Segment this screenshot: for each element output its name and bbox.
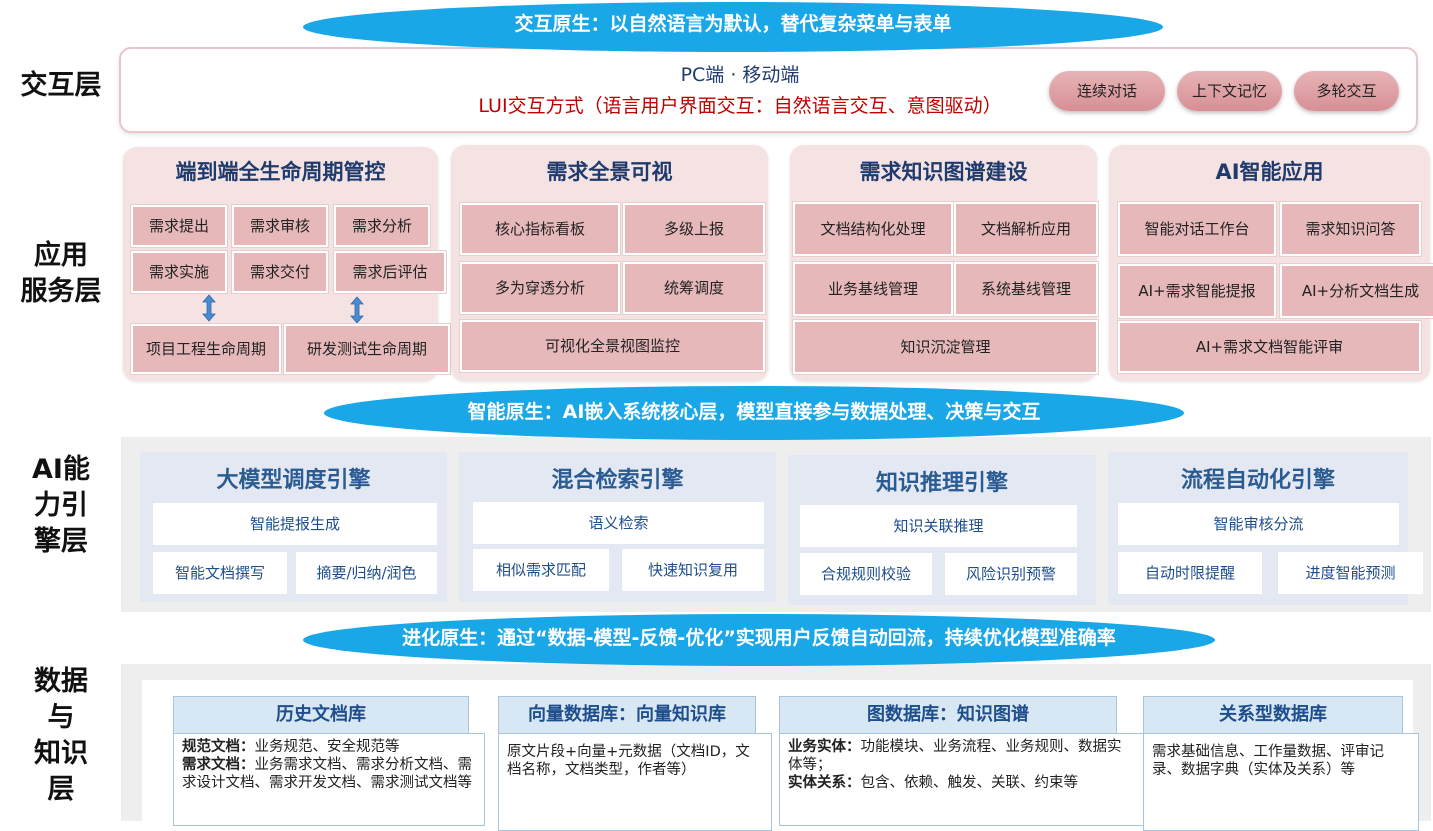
layer-label-ai-line3: 擎层 (34, 526, 88, 557)
db-graph-text1: 功能模块、业务流程、业务规则、数据实体等； (788, 739, 1122, 773)
db-history-line1: 规范文档：业务规范、安全规范等 (182, 738, 476, 756)
db-graph-line1: 业务实体：功能模块、业务流程、业务规则、数据实体等； (788, 738, 1124, 774)
card-knowledge-graph: 需求知识图谱建设 文档结构化处理 文档解析应用 业务基线管理 系统基线管理 知识… (790, 145, 1098, 381)
box-doc-structuring: 文档结构化处理 (793, 202, 953, 256)
interaction-lui: LUI交互方式（语言用户界面交互：自然语言交互、意图驱动） (478, 95, 1002, 117)
box-knowledge-qa: 需求知识问答 (1280, 202, 1421, 256)
box-dev-test-lifecycle: 研发测试生命周期 (284, 324, 450, 374)
engine-item: 知识关联推理 (800, 505, 1077, 547)
engine-title: 混合检索引擎 (551, 468, 684, 493)
card-knowledge-reasoning-engine: 知识推理引擎 知识关联推理 合规规则校验 风险识别预警 (788, 455, 1096, 605)
engine-item: 相似需求匹配 (473, 549, 609, 591)
db-history-body: 规范文档：业务规范、安全规范等 需求文档：业务需求文档、需求分析文档、需求设计文… (173, 733, 485, 826)
engine-item: 智能提报生成 (153, 503, 437, 545)
banner-top-text: 交互原生：以自然语言为默认，替代复杂菜单与表单 (514, 13, 952, 35)
engine-item: 摘要/归纳/润色 (296, 552, 437, 594)
db-history-title: 历史文档库 (173, 696, 469, 736)
box-ai-smart-report: AI+需求智能提报 (1118, 264, 1276, 318)
card-knowledge-title: 需求知识图谱建设 (859, 160, 1028, 184)
banner-interaction-native: 交互原生：以自然语言为默认，替代复杂菜单与表单 (303, 2, 1163, 52)
layer-label-app: 应用 服务层 (8, 238, 114, 310)
banner-intelligence-native: 智能原生：AI嵌入系统核心层，模型直接参与数据处理、决策与交互 (324, 386, 1184, 440)
db-history-label1: 规范文档： (182, 739, 255, 755)
layer-label-ai: AI能 力引 擎层 (8, 452, 114, 560)
engine-title: 知识推理引擎 (875, 471, 1008, 496)
box-multi-report: 多级上报 (623, 203, 765, 255)
layer-label-app-line2: 服务层 (20, 276, 102, 307)
box-drilldown: 多为穿透分析 (460, 262, 620, 314)
db-graph-text2: 包含、依赖、触发、关联、约束等 (860, 775, 1079, 791)
box-project-lifecycle: 项目工程生命周期 (131, 324, 281, 374)
layer-label-data: 数据 与 知识 层 (8, 664, 114, 808)
card-lifecycle: 端到端全生命周期管控 需求提出 需求审核 需求分析 需求实施 需求交付 需求后评… (123, 147, 450, 381)
banner-middle-text: 智能原生：AI嵌入系统核心层，模型直接参与数据处理、决策与交互 (467, 401, 1041, 423)
db-graph-label2: 实体关系： (788, 775, 861, 791)
layer-label-data-line2: 与 (47, 702, 75, 733)
db-relational-body: 需求基础信息、工作量数据、评审记录、数据字典（实体及关系）等 (1143, 733, 1419, 831)
db-graph-line2: 实体关系：包含、依赖、触发、关联、约束等 (788, 774, 1124, 792)
pill-continuous-dialog: 连续对话 (1049, 71, 1165, 111)
db-graph-label1: 业务实体： (788, 739, 861, 755)
box-knowledge-deposit: 知识沉淀管理 (793, 320, 1098, 374)
engine-title: 大模型调度引擎 (216, 468, 371, 493)
db-vector-body: 原文片段+向量+元数据（文档ID，文档名称，文档类型，作者等） (498, 733, 772, 831)
layer-label-ai-line1: AI能 (32, 454, 90, 485)
card-process-automation-engine: 流程自动化引擎 智能审核分流 自动时限提醒 进度智能预测 (1108, 452, 1423, 605)
box-req-propose: 需求提出 (131, 205, 227, 247)
interaction-platforms: PC端 · 移动端 (680, 64, 800, 86)
layer-label-data-line1: 数据 (34, 666, 88, 697)
layer-label-data-line3: 知识 (34, 738, 88, 769)
box-req-deliver: 需求交付 (232, 251, 328, 293)
card-llm-dispatch-engine: 大模型调度引擎 智能提报生成 智能文档撰写 摘要/归纳/润色 (140, 452, 447, 602)
banner-bottom-text: 进化原生：通过“数据-模型-反馈-优化”实现用户反馈自动回流，持续优化模型准确率 (402, 627, 1116, 649)
box-business-baseline: 业务基线管理 (793, 262, 953, 316)
card-ai-app: AI智能应用 智能对话工作台 需求知识问答 AI+需求智能提报 AI+分析文档生… (1109, 145, 1433, 381)
layer-label-ai-line2: 力引 (34, 490, 88, 521)
updown-arrow-icon (202, 294, 216, 322)
pill-context-memory: 上下文记忆 (1177, 71, 1282, 111)
engine-item: 智能文档撰写 (153, 552, 287, 594)
box-dispatch: 统筹调度 (623, 262, 765, 314)
db-graph-title: 图数据库：知识图谱 (779, 696, 1117, 736)
card-visual: 需求全景可视 核心指标看板 多级上报 多为穿透分析 统筹调度 可视化全景视图监控 (451, 145, 768, 381)
engine-title: 流程自动化引擎 (1180, 468, 1335, 493)
box-req-post-eval: 需求后评估 (334, 251, 446, 293)
engine-item: 自动时限提醒 (1118, 552, 1262, 594)
box-req-analysis: 需求分析 (334, 205, 430, 247)
layer-label-interaction: 交互层 (20, 70, 102, 101)
box-panorama-monitor: 可视化全景视图监控 (460, 320, 765, 372)
layer-label-app-line1: 应用 (34, 240, 88, 271)
db-history-text1: 业务规范、安全规范等 (254, 739, 400, 755)
box-ai-doc-review: AI+需求文档智能评审 (1118, 321, 1421, 373)
db-history-label2: 需求文档： (182, 757, 255, 773)
engine-item: 语义检索 (473, 502, 764, 544)
pill-multi-turn: 多轮交互 (1294, 71, 1399, 111)
db-graph-body: 业务实体：功能模块、业务流程、业务规则、数据实体等； 实体关系：包含、依赖、触发… (779, 733, 1145, 826)
engine-item: 风险识别预警 (945, 553, 1077, 595)
card-hybrid-search-engine: 混合检索引擎 语义检索 相似需求匹配 快速知识复用 (459, 452, 776, 602)
box-req-review: 需求审核 (232, 205, 328, 247)
card-ai-app-title: AI智能应用 (1215, 160, 1324, 184)
box-system-baseline: 系统基线管理 (954, 262, 1098, 316)
box-doc-parsing: 文档解析应用 (954, 202, 1098, 256)
layer-label-data-line4: 层 (47, 774, 75, 805)
banner-evolution-native: 进化原生：通过“数据-模型-反馈-优化”实现用户反馈自动回流，持续优化模型准确率 (303, 614, 1215, 666)
card-lifecycle-title: 端到端全生命周期管控 (175, 160, 386, 184)
updown-arrow-icon (350, 296, 364, 324)
card-visual-title: 需求全景可视 (546, 160, 673, 184)
box-ai-analysis-doc: AI+分析文档生成 (1280, 264, 1433, 318)
engine-item: 快速知识复用 (622, 549, 764, 591)
db-relational-title: 关系型数据库 (1143, 696, 1403, 736)
engine-item: 合规规则校验 (800, 553, 932, 595)
db-history-text2: 业务需求文档、需求分析文档、需求设计文档、需求开发文档、需求测试文档等 (182, 757, 472, 791)
box-dialog-workbench: 智能对话工作台 (1118, 202, 1276, 256)
box-req-implement: 需求实施 (131, 251, 227, 293)
box-core-kpi: 核心指标看板 (460, 203, 620, 255)
db-history-line2: 需求文档：业务需求文档、需求分析文档、需求设计文档、需求开发文档、需求测试文档等 (182, 756, 476, 792)
db-vector-title: 向量数据库：向量知识库 (498, 696, 756, 736)
engine-item: 智能审核分流 (1118, 503, 1399, 545)
engine-item: 进度智能预测 (1278, 552, 1423, 594)
